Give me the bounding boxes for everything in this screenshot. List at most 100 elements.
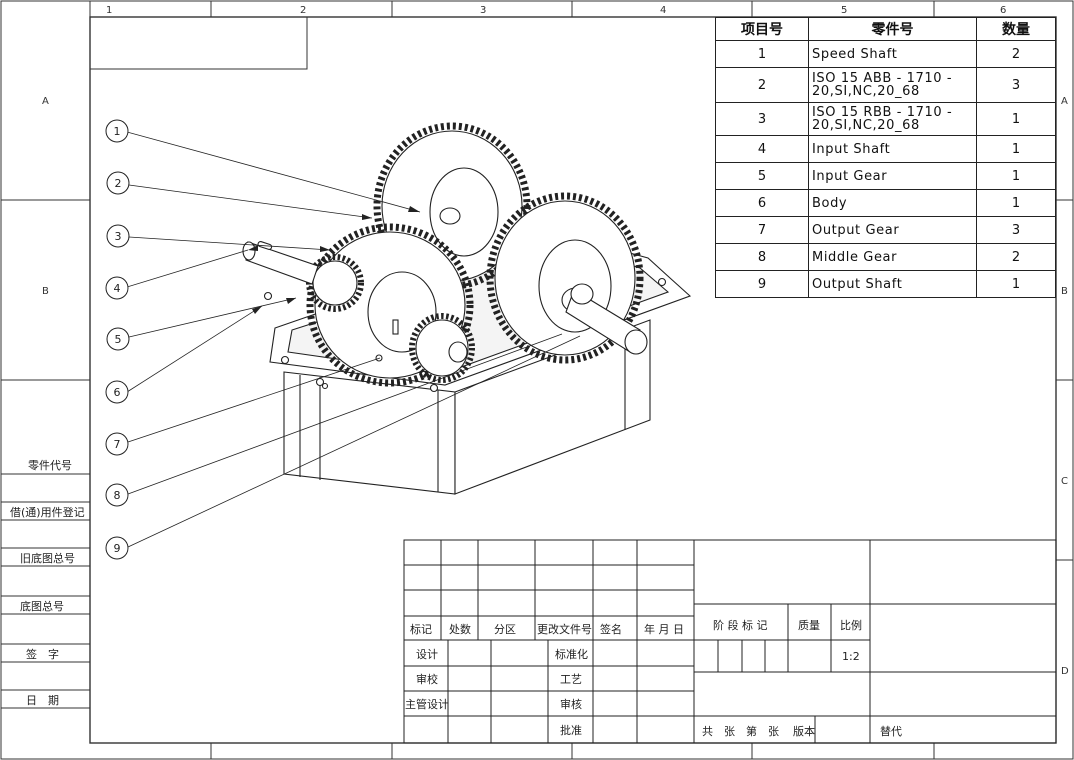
scale-label: 比例: [840, 618, 862, 632]
table-row: 8 Middle Gear 2: [715, 243, 1056, 271]
bom-header-qty: 数量: [976, 17, 1056, 41]
rev-col-change-doc: 更改文件号: [537, 622, 592, 636]
bom-item-no: 8: [715, 243, 809, 271]
bom-item-no: 3: [715, 102, 809, 136]
signoff-process: 工艺: [560, 673, 582, 686]
scale-value: 1:2: [842, 650, 860, 663]
bom-part-name: Output Gear: [808, 216, 977, 244]
balloon-5: 5: [106, 327, 130, 351]
bom-header-row: 项目号 零件号 数量: [715, 17, 1056, 41]
zone-row-right-b: B: [1061, 286, 1068, 297]
bom-part-name: Output Shaft: [808, 270, 977, 298]
rev-col-date: 年 月 日: [644, 622, 684, 636]
balloon-label-5: 5: [115, 333, 122, 346]
input-gear-small: [306, 254, 364, 312]
zone-col-5: 5: [841, 5, 847, 16]
bom-qty: 1: [976, 135, 1056, 163]
bom-header-part: 零件号: [808, 17, 977, 41]
input-shaft: [242, 241, 319, 285]
bom-qty: 2: [976, 243, 1056, 271]
bom-item-no: 7: [715, 216, 809, 244]
bom-item-no: 9: [715, 270, 809, 298]
zone-row-left-b: B: [42, 286, 49, 297]
gearbox-drawing: [242, 122, 692, 495]
balloon-label-9: 9: [114, 542, 121, 555]
zone-labels: 1 2 3 4 5 6 A B A B C D: [42, 5, 1069, 677]
bom-qty: 3: [976, 67, 1056, 103]
bom-part-name: ISO 15 ABB - 1710 - 20,SI,NC,20_68: [808, 67, 977, 103]
zone-col-1: 1: [106, 5, 112, 16]
signoff-review: 审核: [560, 697, 582, 711]
signoff-check: 审校: [416, 672, 438, 686]
bom-part-name: Input Gear: [808, 162, 977, 190]
zone-col-2: 2: [300, 5, 306, 16]
output-shaft: [565, 289, 648, 355]
title-block: [403, 539, 1057, 744]
balloon-label-3: 3: [115, 230, 122, 243]
table-row: 9 Output Shaft 1: [715, 270, 1056, 298]
signoff-lead-design: 主管设计: [405, 697, 449, 711]
bom-qty: 1: [976, 102, 1056, 136]
signoff-design: 设计: [416, 648, 438, 661]
bom-item-no: 2: [715, 67, 809, 103]
bom-qty: 1: [976, 162, 1056, 190]
version-label: 版本: [793, 724, 815, 738]
table-row: 3 ISO 15 RBB - 1710 - 20,SI,NC,20_68 1: [715, 102, 1056, 136]
balloon-8: 8: [105, 483, 129, 507]
bom-item-no: 4: [715, 135, 809, 163]
balloon-1: 1: [105, 119, 129, 143]
balloon-9: 9: [105, 536, 129, 560]
bom-item-no: 5: [715, 162, 809, 190]
bom-item-no: 6: [715, 189, 809, 217]
sheet-info: 共 张 第 张: [702, 724, 779, 738]
balloon-3: 3: [106, 224, 130, 248]
zone-col-4: 4: [660, 5, 666, 16]
replace-label: 替代: [880, 724, 902, 738]
strip-borrow-reg: 借(通)用件登记: [10, 505, 85, 519]
zone-row-right-c: C: [1061, 476, 1068, 487]
balloon-label-1: 1: [114, 125, 121, 138]
signoff-standard: 标准化: [555, 647, 588, 661]
bearings: [439, 207, 594, 305]
zone-row-right-a: A: [1061, 96, 1068, 107]
zone-col-6: 6: [1000, 5, 1006, 16]
zone-col-3: 3: [480, 5, 486, 16]
balloon-label-4: 4: [114, 282, 121, 295]
balloon-4: 4: [105, 276, 129, 300]
rev-col-mark: 标记: [410, 622, 432, 636]
signoff-approve: 批准: [560, 723, 582, 737]
bom-table: 项目号 零件号 数量 1 Speed Shaft 2 2 ISO 15 ABB …: [715, 17, 1056, 298]
strip-base-no: 底图总号: [20, 599, 64, 613]
bom-part-name: Input Shaft: [808, 135, 977, 163]
bom-qty: 1: [976, 270, 1056, 298]
rev-col-signature: 签名: [600, 622, 622, 636]
zone-row-left-a: A: [42, 96, 49, 107]
leader-arrowheads: [248, 206, 420, 314]
balloon-label-6: 6: [114, 386, 121, 399]
rev-col-count: 处数: [449, 623, 471, 636]
balloon-label-7: 7: [114, 438, 121, 451]
balloon-2: 2: [106, 171, 130, 195]
balloon-7: 7: [105, 432, 129, 456]
balloon-label-8: 8: [114, 489, 121, 502]
strip-date: 日 期: [26, 694, 59, 707]
table-row: 2 ISO 15 ABB - 1710 - 20,SI,NC,20_68 3: [715, 67, 1056, 103]
middle-gear-small: [409, 313, 475, 383]
rev-col-zone: 分区: [494, 623, 516, 636]
strip-old-base: 旧底图总号: [20, 551, 75, 565]
table-row: 4 Input Shaft 1: [715, 135, 1056, 163]
bom-part-name: ISO 15 RBB - 1710 - 20,SI,NC,20_68: [808, 102, 977, 136]
table-row: 7 Output Gear 3: [715, 216, 1056, 244]
table-row: 1 Speed Shaft 2: [715, 40, 1056, 68]
bom-header-item: 项目号: [715, 17, 809, 41]
zone-row-right-d: D: [1061, 666, 1069, 677]
bom-part-name: Middle Gear: [808, 243, 977, 271]
bom-qty: 1: [976, 189, 1056, 217]
table-row: 6 Body 1: [715, 189, 1056, 217]
balloon-6: 6: [105, 380, 129, 404]
bom-qty: 3: [976, 216, 1056, 244]
bom-part-name: Speed Shaft: [808, 40, 977, 68]
strip-part-code: 零件代号: [28, 459, 72, 472]
table-row: 5 Input Gear 1: [715, 162, 1056, 190]
